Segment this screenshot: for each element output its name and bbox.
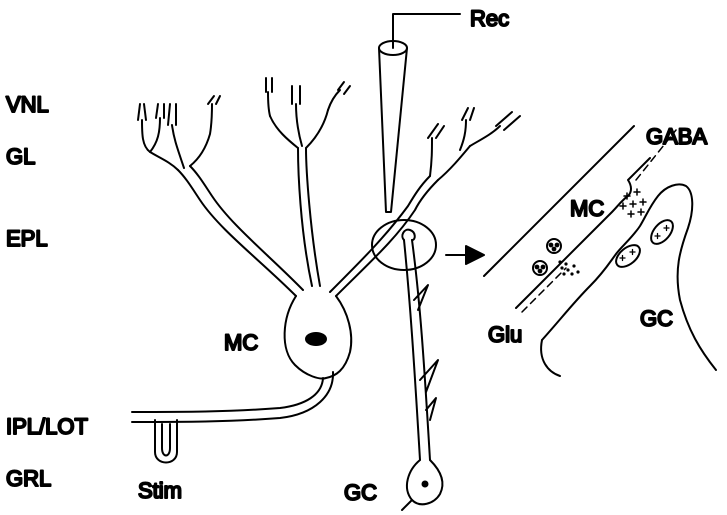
inset-gc-label: GC [640,306,673,331]
granule-cell [402,230,442,510]
stimulating-electrode [155,420,177,463]
granule-nucleus [423,482,428,487]
layer-label-ipl-lot: IPL/LOT [6,414,88,439]
glutamate-vesicle [533,261,547,275]
mitral-nucleus [306,333,326,345]
stim-label: Stim [138,478,182,503]
gaba-vesicle [647,216,677,248]
layer-label-vnl: VNL [6,92,49,117]
glutamate-vesicle [547,239,561,253]
arrow-icon [446,246,484,264]
mitral-cell-label: MC [224,330,258,355]
layer-label-grl: GRL [6,466,51,491]
glu-label: Glu [488,322,522,347]
gaba-label: GABA [646,124,707,149]
gaba-vesicle [612,241,644,271]
inset-mc-label: MC [570,196,604,221]
layer-label-epl: EPL [6,226,48,251]
layer-label-gl: GL [6,144,35,169]
rec-label: Rec [470,6,509,31]
recording-electrode [379,14,460,212]
mitral-cell [132,78,520,422]
gaba-release-stars [620,189,646,217]
granule-cell-label: GC [344,480,377,505]
